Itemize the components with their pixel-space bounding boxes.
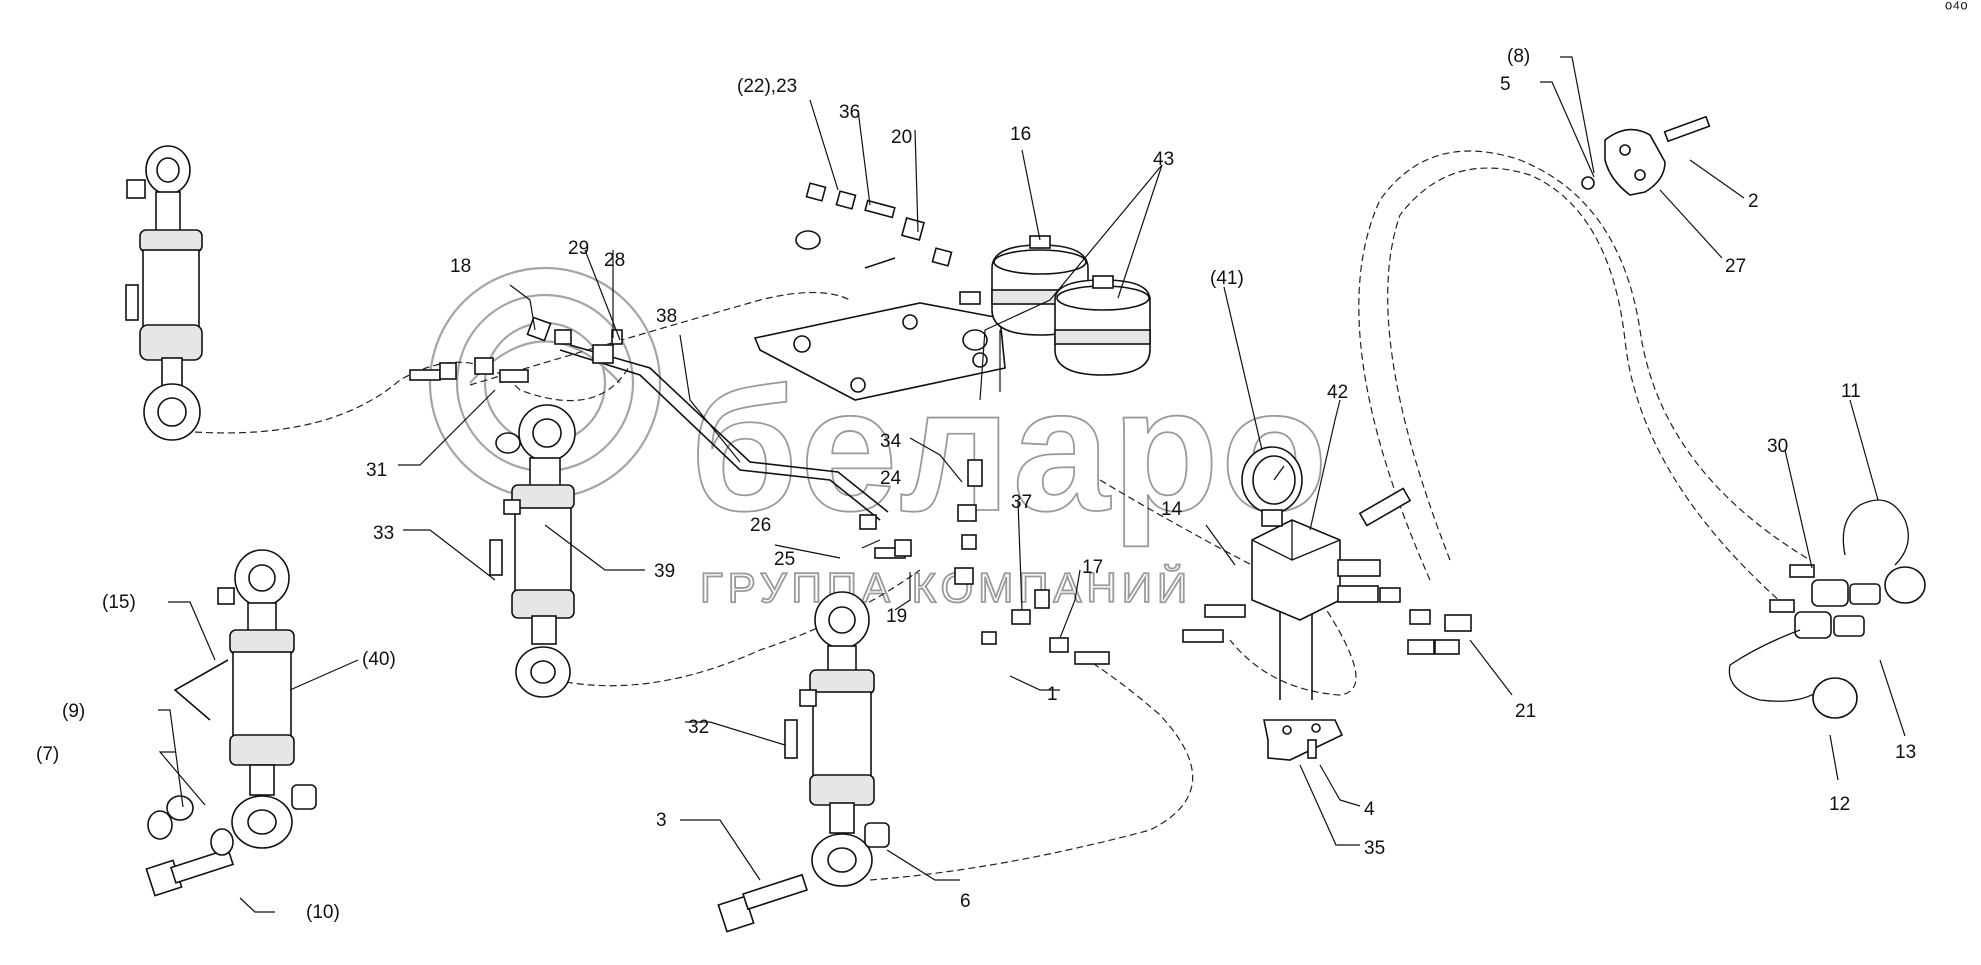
- callout-42: 42: [1327, 382, 1348, 403]
- hose-top: [469, 291, 851, 386]
- callout-37: 37: [1011, 492, 1032, 513]
- hose-quick-couplers-b: [1387, 167, 1791, 611]
- callout-29: 29: [568, 238, 589, 259]
- callout-5: 5: [1500, 74, 1511, 95]
- callout-17: 17: [1082, 557, 1103, 578]
- hydraulic-hoses: [194, 150, 1811, 881]
- callout-32: 32: [688, 717, 709, 738]
- callout-20: 20: [891, 127, 912, 148]
- fittings-center-line: [859, 459, 1110, 665]
- callout-35: 35: [1364, 838, 1385, 859]
- callout-19: 19: [886, 606, 907, 627]
- fittings-top: [795, 182, 988, 351]
- fittings-left-line: [409, 316, 623, 383]
- callout-27: 27: [1725, 256, 1746, 277]
- hose-quick-couplers-a: [1358, 150, 1811, 581]
- callout-2: 2: [1748, 191, 1759, 212]
- watermark-tagline: ГРУППА КОМПАНИЙ: [700, 563, 1192, 611]
- callout-13: 13: [1895, 742, 1916, 763]
- callout-16: 16: [1010, 124, 1031, 145]
- callout-7: (7): [36, 744, 59, 765]
- callout-4: 4: [1364, 799, 1375, 820]
- callout-labels: 1 2 3 4 5 6 (7) (8) (9) (10) 11 12 13 14…: [36, 0, 1968, 923]
- quick-couplers: [1769, 564, 1881, 639]
- callout-34: 34: [880, 431, 902, 452]
- callout-14: 14: [1161, 499, 1183, 520]
- hydraulic-cylinder-40: [173, 549, 295, 849]
- callout-33: 33: [373, 523, 394, 544]
- callout-24: 24: [880, 468, 902, 489]
- callout-43: 43: [1153, 149, 1174, 170]
- bolt-3-group: [717, 822, 890, 933]
- callout-10: (10): [306, 902, 340, 923]
- callout-8: (8): [1507, 46, 1530, 67]
- accumulator-43: [1054, 275, 1151, 376]
- hose-center-cylinder: [554, 569, 921, 687]
- callout-6: 6: [960, 891, 971, 912]
- watermark-brand: беларо: [690, 353, 1330, 548]
- callout-38: 38: [656, 306, 677, 327]
- watermark: беларо ГРУППА КОМПАНИЙ: [428, 266, 1330, 612]
- callout-18: 18: [450, 256, 471, 277]
- leader-lines: [158, 56, 1906, 913]
- callout-39: 39: [654, 561, 675, 582]
- hydraulic-cylinder-left-top: [125, 145, 203, 441]
- callout-26: 26: [750, 515, 771, 536]
- callout-11: 11: [1841, 381, 1861, 402]
- pipe-38-a: [559, 349, 881, 521]
- callout-3: 3: [656, 810, 667, 831]
- callout-22-23: (22),23: [737, 76, 797, 97]
- callout-15: (15): [102, 592, 136, 613]
- callout-25: 25: [774, 549, 795, 570]
- callout-40: (40): [362, 649, 396, 670]
- callout-9: (9): [62, 701, 85, 722]
- callout-1: 1: [1047, 684, 1058, 705]
- pipe-38-b: [569, 344, 889, 513]
- callout-31: 31: [366, 460, 387, 481]
- hose-bottom-loop: [869, 654, 1194, 881]
- callout-30: 30: [1767, 436, 1788, 457]
- hose-right-block: [1099, 479, 1357, 696]
- callout-21: 21: [1515, 701, 1536, 722]
- hydraulic-cylinder-39: [489, 404, 576, 698]
- hose-clamp-27: [1581, 115, 1711, 196]
- mounting-bracket: [1263, 719, 1344, 761]
- bolt-10-group: [145, 784, 317, 897]
- corner-mark: ᵒ⁴ᵒ: [1945, 0, 1968, 19]
- dust-cap-12: [1728, 629, 1858, 719]
- callout-36: 36: [839, 102, 860, 123]
- pressure-gauge: [1241, 446, 1303, 527]
- valve-mounting-plate: [753, 302, 1006, 401]
- callout-41: (41): [1210, 268, 1244, 289]
- valve-block: [1182, 487, 1472, 655]
- callout-28: 28: [604, 250, 625, 271]
- callout-12: 12: [1829, 794, 1850, 815]
- hydraulic-cylinder-center-bottom: [784, 591, 875, 887]
- dust-cap-11: [1842, 499, 1926, 604]
